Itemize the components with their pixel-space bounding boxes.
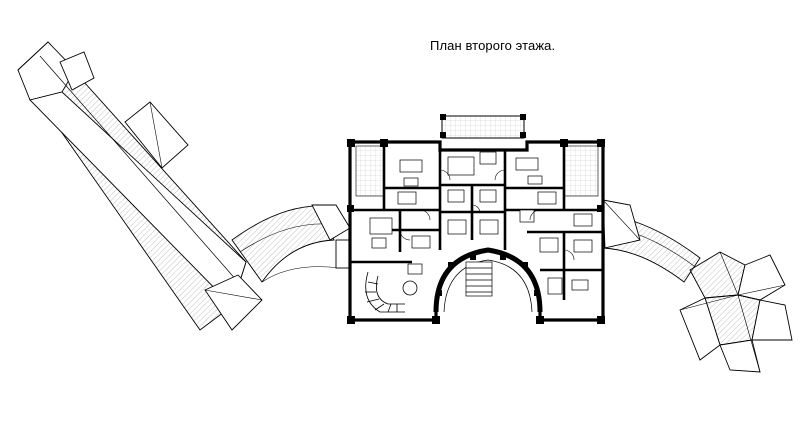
plan-title: План второго этажа. [430,38,556,53]
left-curved-gallery [231,204,353,283]
right-curved-gallery [602,199,701,283]
right-pavilion-roof [679,251,793,373]
left-wing-roof [17,41,263,331]
main-house [347,114,605,324]
